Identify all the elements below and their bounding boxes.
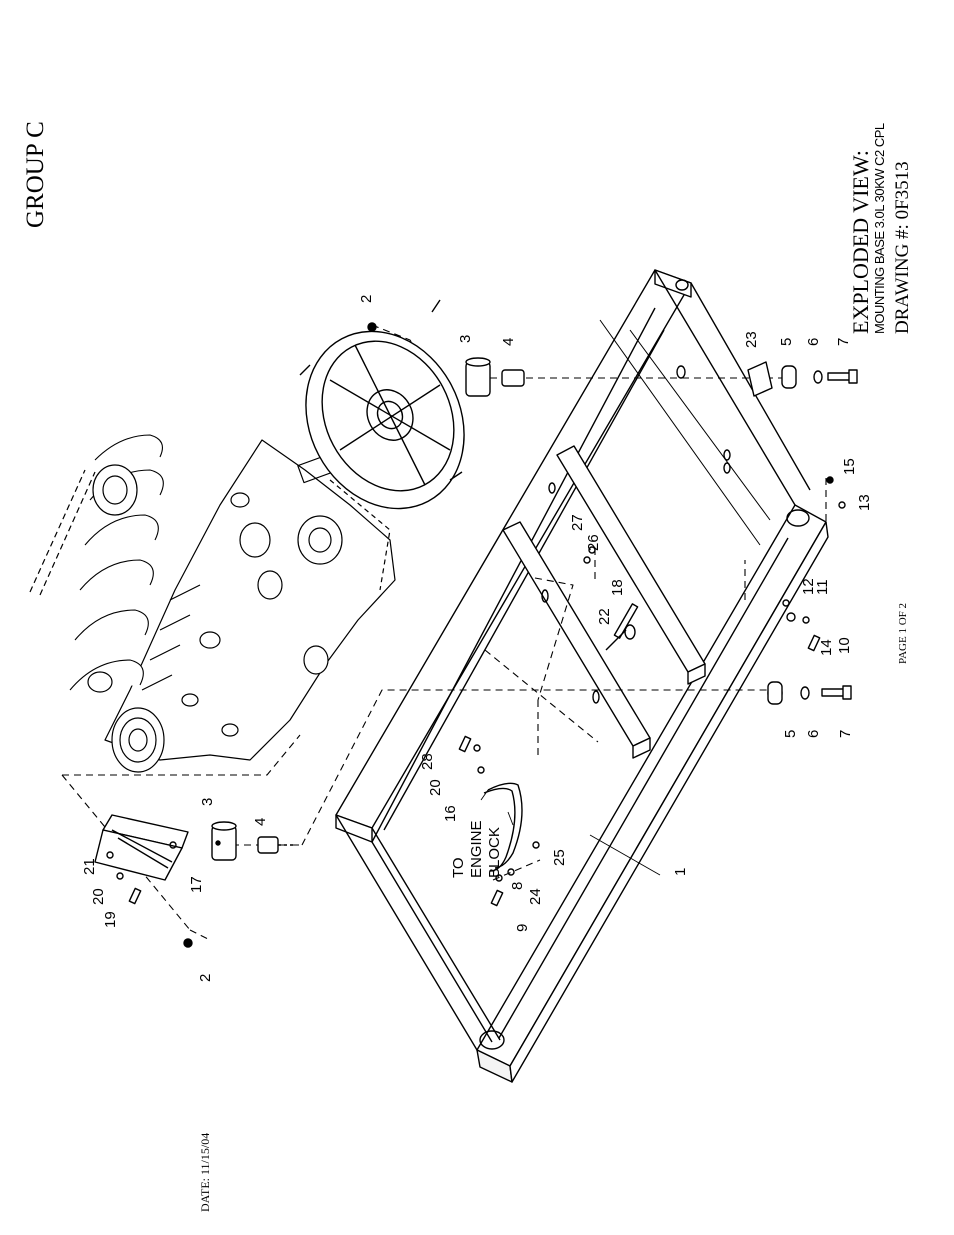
flywheel-housing (299, 299, 465, 510)
part-label: 15 (841, 458, 858, 475)
part-label: 25 (551, 849, 568, 866)
mounting-base-frame (335, 269, 829, 1083)
part-label: 7 (837, 730, 854, 738)
isolator-5-left (767, 681, 783, 705)
spacer-4-left (257, 836, 296, 854)
part-label: 20 (90, 888, 107, 905)
part-label: 12 (800, 578, 817, 595)
part-label: 17 (188, 876, 205, 893)
part-label: 28 (419, 753, 436, 770)
part-label: 10 (836, 637, 853, 654)
part-label: 1 (672, 868, 689, 876)
part-label: 19 (102, 911, 119, 928)
part-label: 20 (427, 779, 444, 796)
bolt-7-right (827, 369, 858, 384)
part-label: 11 (814, 579, 831, 595)
part-label: 2 (358, 295, 375, 303)
part-label: 14 (818, 639, 835, 656)
part-label: 23 (743, 331, 760, 348)
spacer-4-right (501, 369, 525, 387)
part-label: 2 (197, 974, 214, 982)
part-label: 5 (782, 730, 799, 738)
part-label: 3 (457, 335, 474, 343)
part-label: 4 (500, 338, 517, 346)
part-label: 27 (569, 514, 586, 531)
part-label: 5 (778, 338, 795, 346)
callout-line-1: TO (450, 857, 467, 878)
part-label: 21 (81, 858, 98, 875)
callout-line-2: ENGINE (468, 820, 485, 878)
part-label: 7 (835, 338, 852, 346)
isolator-5-right (781, 365, 797, 389)
isolator-3-right (465, 357, 491, 397)
part-label: 16 (442, 805, 459, 822)
part-label: 26 (585, 534, 602, 551)
part-label: 3 (199, 798, 216, 806)
engine-assembly (29, 434, 396, 773)
ground-strap-16 (483, 782, 523, 872)
part-label: 4 (252, 818, 269, 826)
part-label: 24 (527, 888, 544, 905)
shim-23 (747, 361, 773, 397)
part-label: 8 (509, 882, 526, 890)
part-label: 18 (609, 579, 626, 596)
mount-bracket-17 (94, 814, 189, 881)
part-label: 6 (805, 730, 822, 738)
bolt-7-left (821, 685, 852, 700)
part-label: 22 (596, 608, 613, 625)
part-label: 13 (856, 494, 873, 511)
part-label: 9 (514, 924, 531, 932)
callout-line-3: BLOCK (486, 827, 503, 878)
part-label: 6 (805, 338, 822, 346)
isolator-3-left (211, 821, 237, 861)
